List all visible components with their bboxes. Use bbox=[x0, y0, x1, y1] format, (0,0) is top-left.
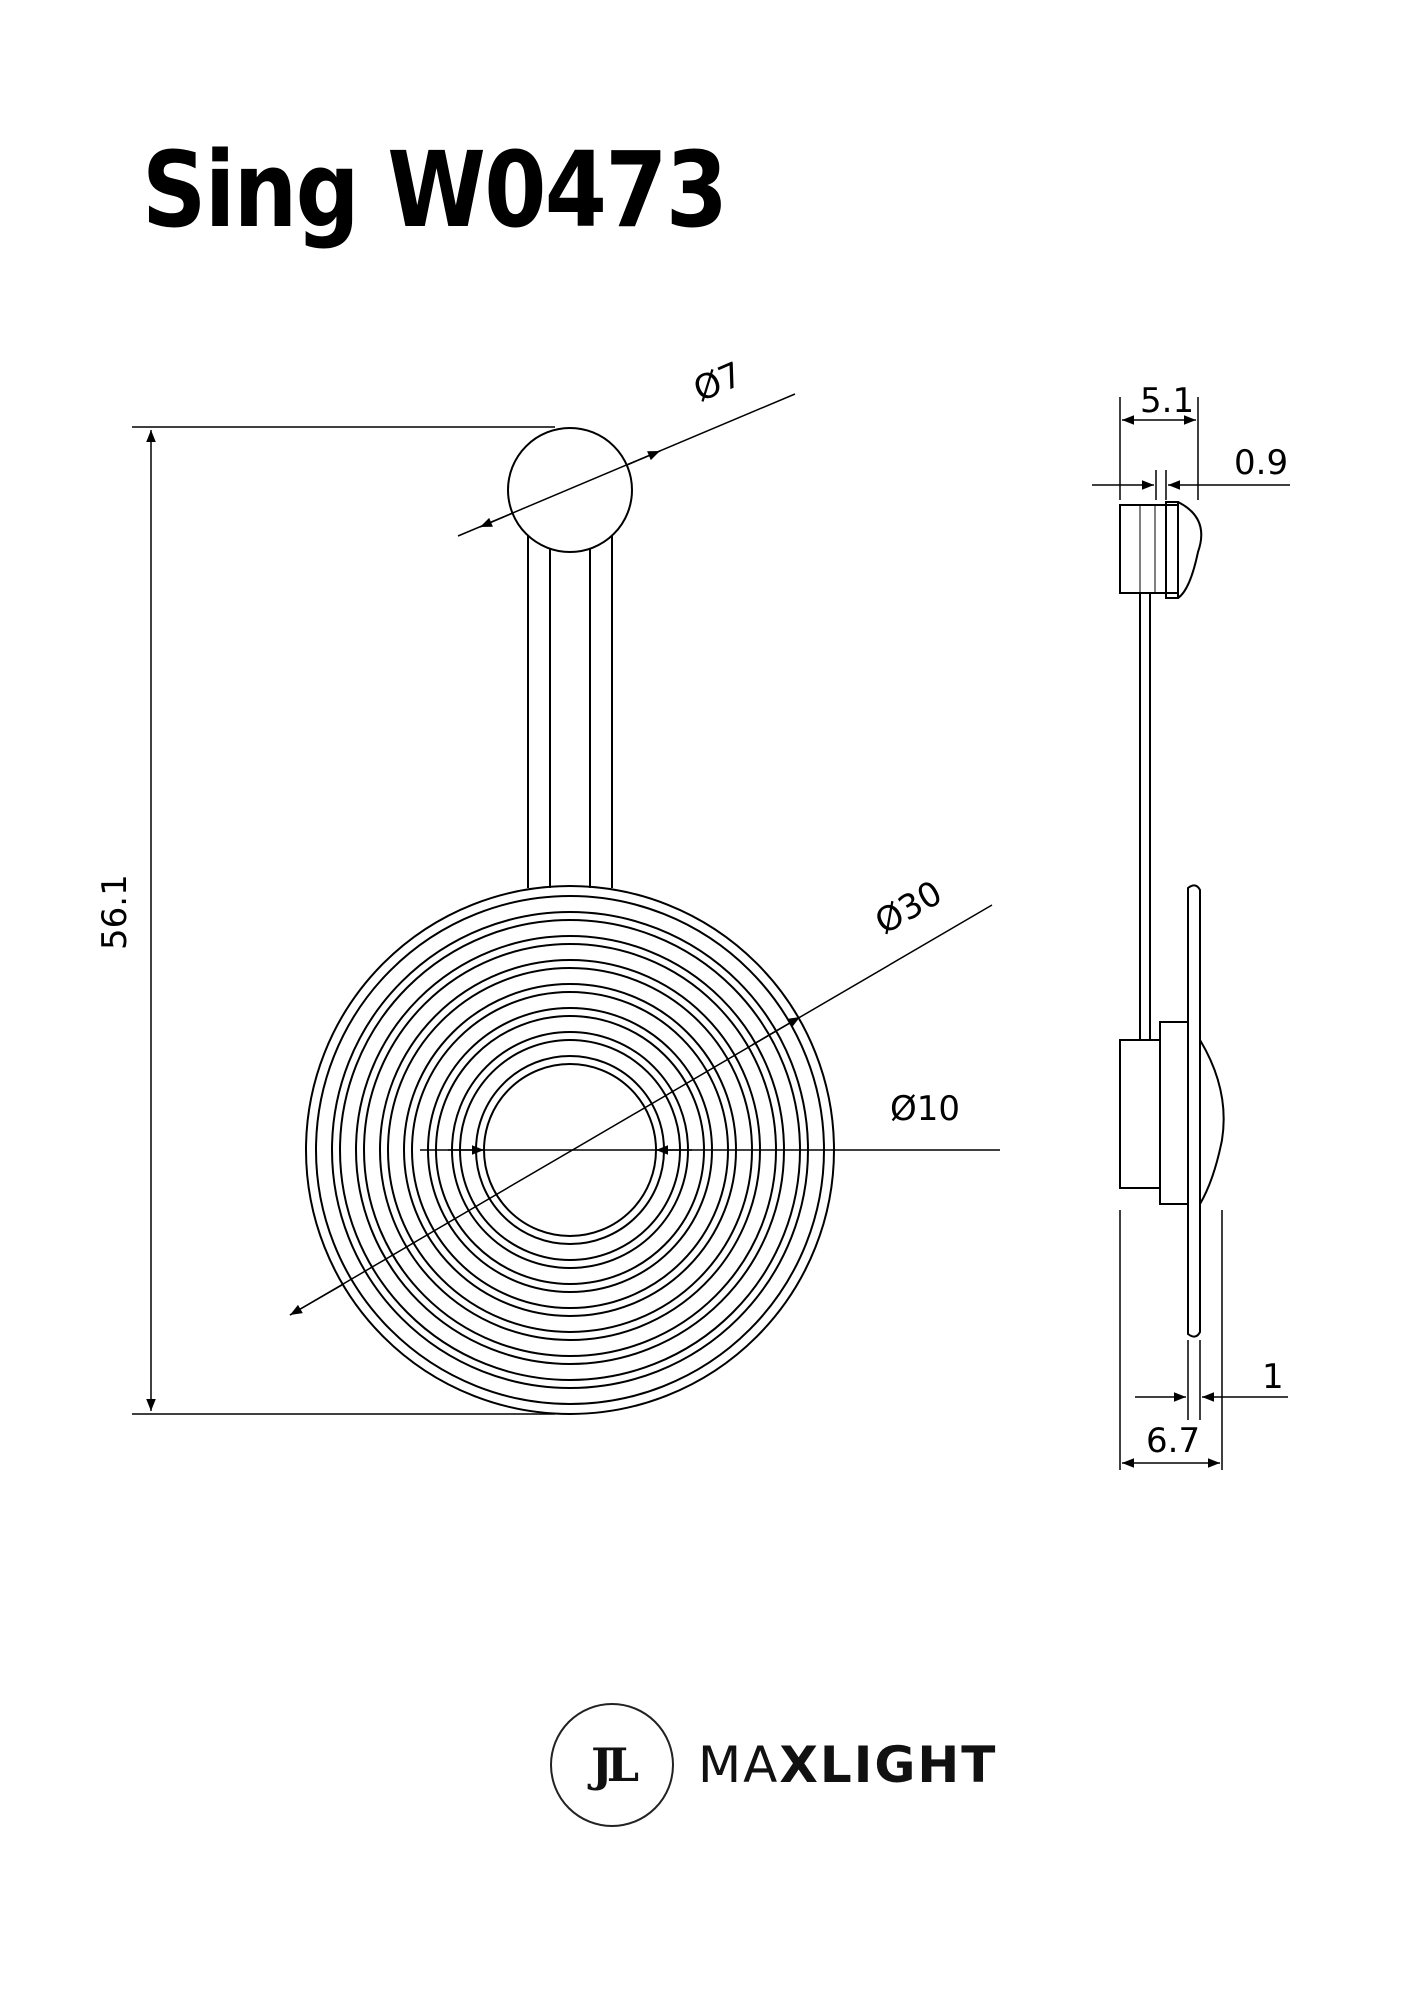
ball-circle bbox=[507, 427, 633, 553]
brand-name: MAXLIGHT bbox=[698, 1736, 997, 1794]
center-diameter-label: Ø10 bbox=[890, 1089, 960, 1129]
brand-logo: JL MAXLIGHT bbox=[550, 1700, 997, 1830]
side-top-block bbox=[1119, 504, 1179, 594]
side-view bbox=[1092, 397, 1290, 1470]
logo-circle: JL bbox=[550, 1703, 674, 1827]
side-bottom-depth-label: 6.7 bbox=[1146, 1421, 1200, 1461]
brand-name-bold: XLIGHT bbox=[779, 1736, 998, 1794]
disc-diameter-label: Ø30 bbox=[869, 873, 950, 943]
side-plate-thickness-label: 1 bbox=[1262, 1357, 1284, 1397]
logo-mark: JL bbox=[590, 1738, 639, 1792]
disc-diameter-line bbox=[289, 904, 993, 1316]
side-bottom-dome bbox=[1199, 1039, 1225, 1205]
brand-name-light: MA bbox=[698, 1736, 780, 1794]
side-bottom-block bbox=[1119, 1039, 1161, 1189]
ball-diameter-line bbox=[457, 393, 796, 537]
ball-diameter-label: Ø7 bbox=[688, 355, 748, 411]
height-label: 56.1 bbox=[95, 874, 135, 950]
side-top-dome bbox=[1177, 501, 1203, 599]
side-plate bbox=[1187, 884, 1201, 1338]
side-top-width-label: 5.1 bbox=[1140, 381, 1194, 421]
page-title: Sing W0473 bbox=[142, 129, 728, 251]
side-top-offset-label: 0.9 bbox=[1234, 443, 1288, 483]
front-view bbox=[132, 393, 1000, 1415]
